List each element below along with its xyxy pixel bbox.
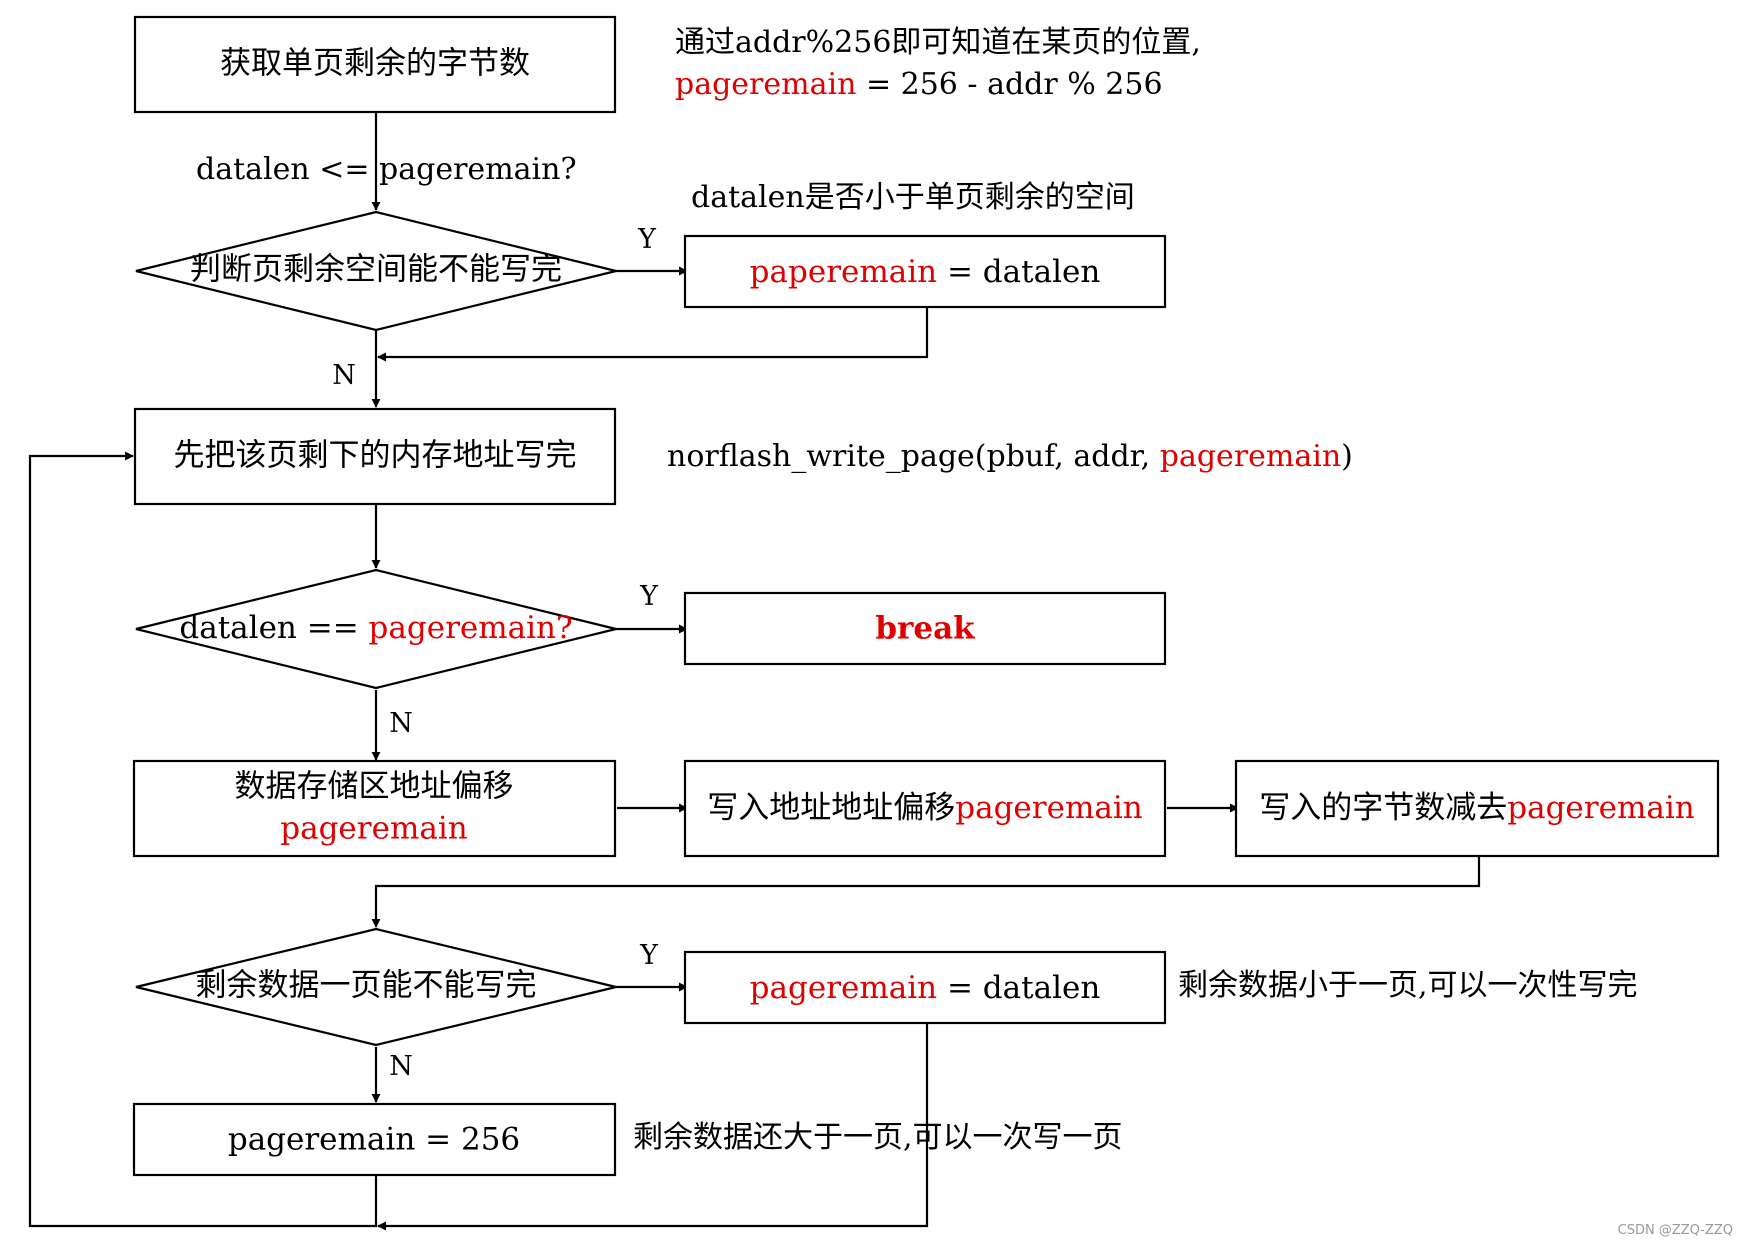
condition-note: datalen <= pageremain? (196, 152, 577, 187)
write-page-call: norflash_write_page(pbuf, addr, pagerema… (667, 439, 1353, 474)
node-get-page-remain-label: 获取单页剩余的字节数 (220, 46, 530, 82)
label-yes-2: Y (639, 581, 659, 612)
node-bytes-minus-label: 写入的字节数减去pageremain (1259, 790, 1694, 826)
watermark: CSDN @ZZQ-ZZQ (1618, 1223, 1733, 1238)
node-judge-page-write: 判断页剩余空间能不能写完 (135, 210, 617, 332)
addr-note-line1: 通过addr%256即可知道在某页的位置, (675, 25, 1201, 60)
node-set-remain-datalen-2-label: pageremain = datalen (750, 970, 1101, 1006)
edge-loop-back (28, 451, 378, 1228)
node-buffer-offset: 数据存储区地址偏移 pageremain (132, 759, 617, 858)
node-write-addr-offset-label: 写入地址地址偏移pageremain (707, 790, 1142, 826)
annotations: 通过addr%256即可知道在某页的位置, pageremain = 256 -… (196, 25, 1638, 1155)
label-yes-1: Y (637, 224, 657, 255)
edge-datalen-merge (377, 1023, 929, 1231)
node-bytes-minus: 写入的字节数减去pageremain (1234, 759, 1720, 858)
node-buffer-offset-line2: pageremain (280, 811, 467, 847)
addr-note-line2: pageremain = 256 - addr % 256 (675, 67, 1163, 102)
node-buffer-offset-line1: 数据存储区地址偏移 (235, 769, 514, 805)
node-set-remain-256-label: pageremain = 256 (228, 1122, 520, 1158)
label-no-3: N (389, 1051, 413, 1082)
node-set-remain-datalen-1-label: paperemain = datalen (750, 254, 1101, 290)
node-break: break (683, 591, 1167, 666)
node-judge-page-write-label: 判断页剩余空间能不能写完 (190, 252, 562, 288)
node-set-remain-datalen-2: pageremain = datalen (683, 950, 1167, 1025)
node-judge-rest-one-page: 剩余数据一页能不能写完 (135, 927, 617, 1047)
node-set-remain-datalen-1: paperemain = datalen (683, 234, 1167, 309)
edge-paperemain-back (377, 307, 929, 362)
node-write-rest-of-page-label: 先把该页剩下的内存地址写完 (174, 438, 577, 474)
label-yes-3: Y (639, 940, 659, 971)
edge-bytes-to-judge2 (371, 857, 1481, 928)
node-judge-rest-one-page-label: 剩余数据一页能不能写完 (196, 968, 537, 1004)
node-check-equal-label: datalen == pageremain? (179, 610, 572, 646)
node-set-remain-256: pageremain = 256 (132, 1102, 617, 1177)
node-break-label: break (875, 611, 976, 647)
label-no-2: N (389, 708, 413, 739)
node-get-page-remain: 获取单页剩余的字节数 (133, 15, 617, 114)
less-than-page-note: 剩余数据小于一页,可以一次性写完 (1178, 968, 1638, 1003)
node-write-rest-of-page: 先把该页剩下的内存地址写完 (133, 407, 617, 506)
node-write-addr-offset: 写入地址地址偏移pageremain (683, 759, 1167, 858)
node-check-equal: datalen == pageremain? (135, 568, 617, 690)
datalen-note: datalen是否小于单页剩余的空间 (691, 180, 1135, 215)
label-no-1: N (332, 360, 356, 391)
more-than-page-note: 剩余数据还大于一页,可以一次写一页 (633, 1120, 1123, 1155)
edge-labels: Y N Y N Y N (332, 224, 659, 1082)
connectors (28, 112, 1481, 1231)
